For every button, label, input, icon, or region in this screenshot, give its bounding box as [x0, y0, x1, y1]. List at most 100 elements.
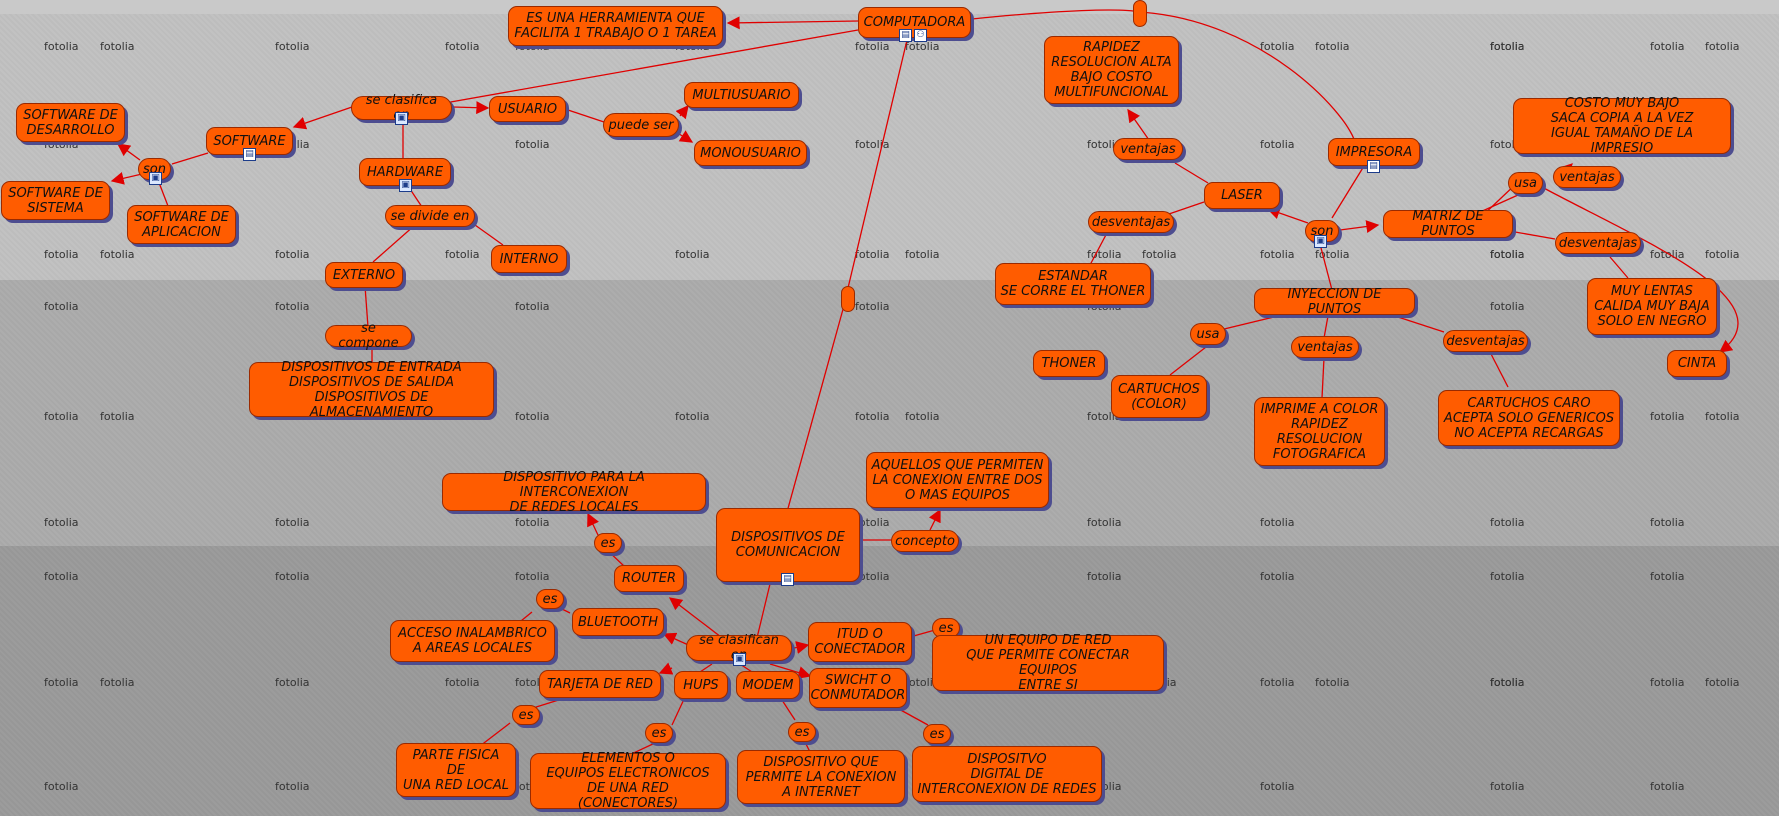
node-es-bluetooth[interactable]: es — [536, 589, 564, 609]
node-se-compone[interactable]: se compone — [325, 321, 412, 351]
node-laser[interactable]: LASER — [1204, 182, 1280, 209]
watermark-text: fotolia — [675, 248, 710, 261]
note-icon[interactable]: ▤ — [781, 573, 794, 586]
node-swicht-def[interactable]: DISPOSITVO DIGITAL DE INTERCONEXION DE R… — [912, 746, 1102, 802]
node-swicht[interactable]: SWICHT O CONMUTADOR — [809, 668, 907, 708]
link-handle[interactable] — [1133, 0, 1147, 27]
image-icon[interactable]: ▣ — [399, 179, 412, 192]
watermark-text: fotolia — [1087, 516, 1122, 529]
node-thoner[interactable]: THONER — [1033, 350, 1105, 377]
node-cartuchos[interactable]: CARTUCHOS (COLOR) — [1111, 375, 1207, 418]
watermark-text: fotolia — [100, 410, 135, 423]
node-son-impresora[interactable]: son — [1305, 220, 1339, 242]
watermark-text: fotolia — [1705, 40, 1740, 53]
node-estandar[interactable]: ESTANDAR SE CORRE EL THONER — [995, 263, 1151, 305]
node-monousuario[interactable]: MONOUSUARIO — [694, 140, 807, 166]
node-externo[interactable]: EXTERNO — [325, 262, 403, 288]
node-es-itud[interactable]: es — [932, 618, 960, 638]
node-ventajas-laser[interactable]: ventajas — [1113, 138, 1183, 160]
node-sw-sistema[interactable]: SOFTWARE DE SISTEMA — [1, 181, 110, 220]
node-ventajas-matriz[interactable]: ventajas — [1553, 166, 1621, 188]
node-software[interactable]: SOFTWARE — [206, 127, 293, 155]
watermark-text: fotolia — [1260, 248, 1295, 261]
watermark-text: fotolia — [675, 410, 710, 423]
node-desventajas-inyeccion[interactable]: desventajas — [1443, 330, 1528, 352]
node-matriz-desventajas[interactable]: MUY LENTAS CALIDA MUY BAJA SOLO EN NEGRO — [1587, 278, 1717, 335]
watermark-text: fotolia — [1315, 676, 1350, 689]
node-multiusuario[interactable]: MULTIUSUARIO — [684, 82, 799, 108]
note-icon[interactable]: ▤ — [1367, 160, 1380, 173]
node-laser-ventajas[interactable]: RAPIDEZ RESOLUCION ALTA BAJO COSTO MULTI… — [1044, 36, 1179, 104]
node-concepto-def[interactable]: AQUELLOS QUE PERMITEN LA CONEXION ENTRE … — [866, 452, 1049, 508]
node-hups-def[interactable]: ELEMENTOS O EQUIPOS ELECTRONICOS DE UNA … — [530, 751, 726, 811]
watermark-text: fotolia — [855, 300, 890, 313]
node-usa-matriz[interactable]: usa — [1508, 172, 1543, 194]
image-icon[interactable]: ▣ — [395, 112, 408, 125]
node-puede-ser[interactable]: puede ser — [603, 113, 679, 137]
node-es-router[interactable]: es — [594, 533, 622, 553]
note-icon[interactable]: ▤ — [243, 148, 256, 161]
watermark-text: fotolia — [1650, 780, 1685, 793]
node-sw-desarrollo[interactable]: SOFTWARE DE DESARROLLO — [16, 103, 125, 142]
node-bluetooth[interactable]: BLUETOOTH — [572, 608, 664, 636]
image-icon[interactable]: ▣ — [733, 653, 746, 666]
watermark-text: fotolia — [44, 410, 79, 423]
node-es-modem[interactable]: es — [788, 722, 816, 742]
watermark-text: fotolia — [100, 676, 135, 689]
note-icon[interactable]: ▤ — [899, 29, 912, 42]
node-desventajas-laser[interactable]: desventajas — [1088, 211, 1174, 233]
node-cinta[interactable]: CINTA — [1667, 350, 1727, 377]
node-tarjeta-def[interactable]: PARTE FISICA DE UNA RED LOCAL — [396, 743, 516, 797]
watermark-text: fotolia — [44, 570, 79, 583]
watermark-text: fotolia — [275, 40, 310, 53]
node-ventajas-inyeccion[interactable]: ventajas — [1291, 336, 1359, 358]
node-es-swicht[interactable]: es — [923, 724, 951, 744]
watermark-text: fotolia — [44, 300, 79, 313]
node-inyeccion-desventajas[interactable]: CARTUCHOS CARO ACEPTA SOLO GENERICOS NO … — [1438, 390, 1620, 446]
node-router-def[interactable]: DISPOSITIVO PARA LA INTERCONEXION DE RED… — [442, 470, 706, 515]
link-handle[interactable] — [841, 286, 855, 312]
node-matriz[interactable]: MATRIZ DE PUNTOS — [1383, 209, 1513, 239]
node-se-divide-en[interactable]: se divide en — [385, 205, 475, 227]
watermark-text: fotolia — [275, 570, 310, 583]
node-itud[interactable]: ITUD O CONECTADOR — [808, 622, 912, 662]
watermark-text: fotolia — [1650, 570, 1685, 583]
node-tarjeta[interactable]: TARJETA DE RED — [539, 670, 661, 698]
node-usuario[interactable]: USUARIO — [489, 96, 566, 122]
watermark-text: fotolia — [855, 516, 890, 529]
node-es-tarjeta[interactable]: es — [512, 705, 540, 725]
node-modem-def[interactable]: DISPOSITIVO QUE PERMITE LA CONEXION A IN… — [737, 750, 905, 804]
node-router[interactable]: ROUTER — [614, 565, 684, 592]
node-inyeccion-ventajas[interactable]: IMPRIME A COLOR RAPIDEZ RESOLUCION FOTOG… — [1254, 397, 1385, 466]
node-dispositivos-eds[interactable]: DISPOSITIVOS DE ENTRADA DISPOSITIVOS DE … — [249, 360, 494, 420]
watermark-text: fotolia — [275, 676, 310, 689]
watermark-text: fotolia — [1490, 40, 1525, 53]
node-modem[interactable]: MODEM — [736, 671, 800, 699]
watermark-text: fotolia — [1260, 570, 1295, 583]
node-es-hups[interactable]: es — [645, 723, 673, 743]
node-concepto[interactable]: concepto — [891, 530, 959, 552]
watermark-text: fotolia — [1490, 780, 1525, 793]
node-desventajas-matriz[interactable]: desventajas — [1555, 232, 1641, 254]
node-usa-inyeccion[interactable]: usa — [1190, 323, 1226, 345]
watermark-text: fotolia — [515, 138, 550, 151]
watermark-text: fotolia — [855, 248, 890, 261]
node-bluetooth-def[interactable]: ACCESO INALAMBRICO A AREAS LOCALES — [390, 620, 555, 662]
image-icon[interactable]: ▣ — [149, 172, 162, 185]
hierarchy-icon[interactable]: ⚇ — [914, 29, 927, 42]
node-matriz-ventajas[interactable]: COSTO MUY BAJO SACA COPIA A LA VEZ IGUAL… — [1513, 96, 1731, 156]
watermark-text: fotolia — [1490, 248, 1525, 261]
watermark-text: fotolia — [855, 40, 890, 53]
watermark-text: fotolia — [1490, 248, 1525, 261]
watermark-text: fotolia — [905, 410, 940, 423]
watermark-text: fotolia — [1490, 676, 1525, 689]
node-interno[interactable]: INTERNO — [491, 245, 567, 273]
node-herramienta[interactable]: ES UNA HERRAMIENTA QUE FACILITA 1 TRABAJ… — [508, 6, 723, 46]
image-icon[interactable]: ▣ — [1314, 235, 1327, 248]
node-disp-comunicacion[interactable]: DISPOSITIVOS DE COMUNICACION — [716, 508, 860, 582]
node-itud-def[interactable]: UN EQUIPO DE RED QUE PERMITE CONECTAR EQ… — [932, 633, 1164, 693]
watermark-text: fotolia — [44, 40, 79, 53]
node-hups[interactable]: HUPS — [674, 671, 728, 699]
node-sw-aplicacion[interactable]: SOFTWARE DE APLICACION — [127, 205, 236, 244]
node-inyeccion[interactable]: INYECCION DE PUNTOS — [1254, 287, 1415, 317]
